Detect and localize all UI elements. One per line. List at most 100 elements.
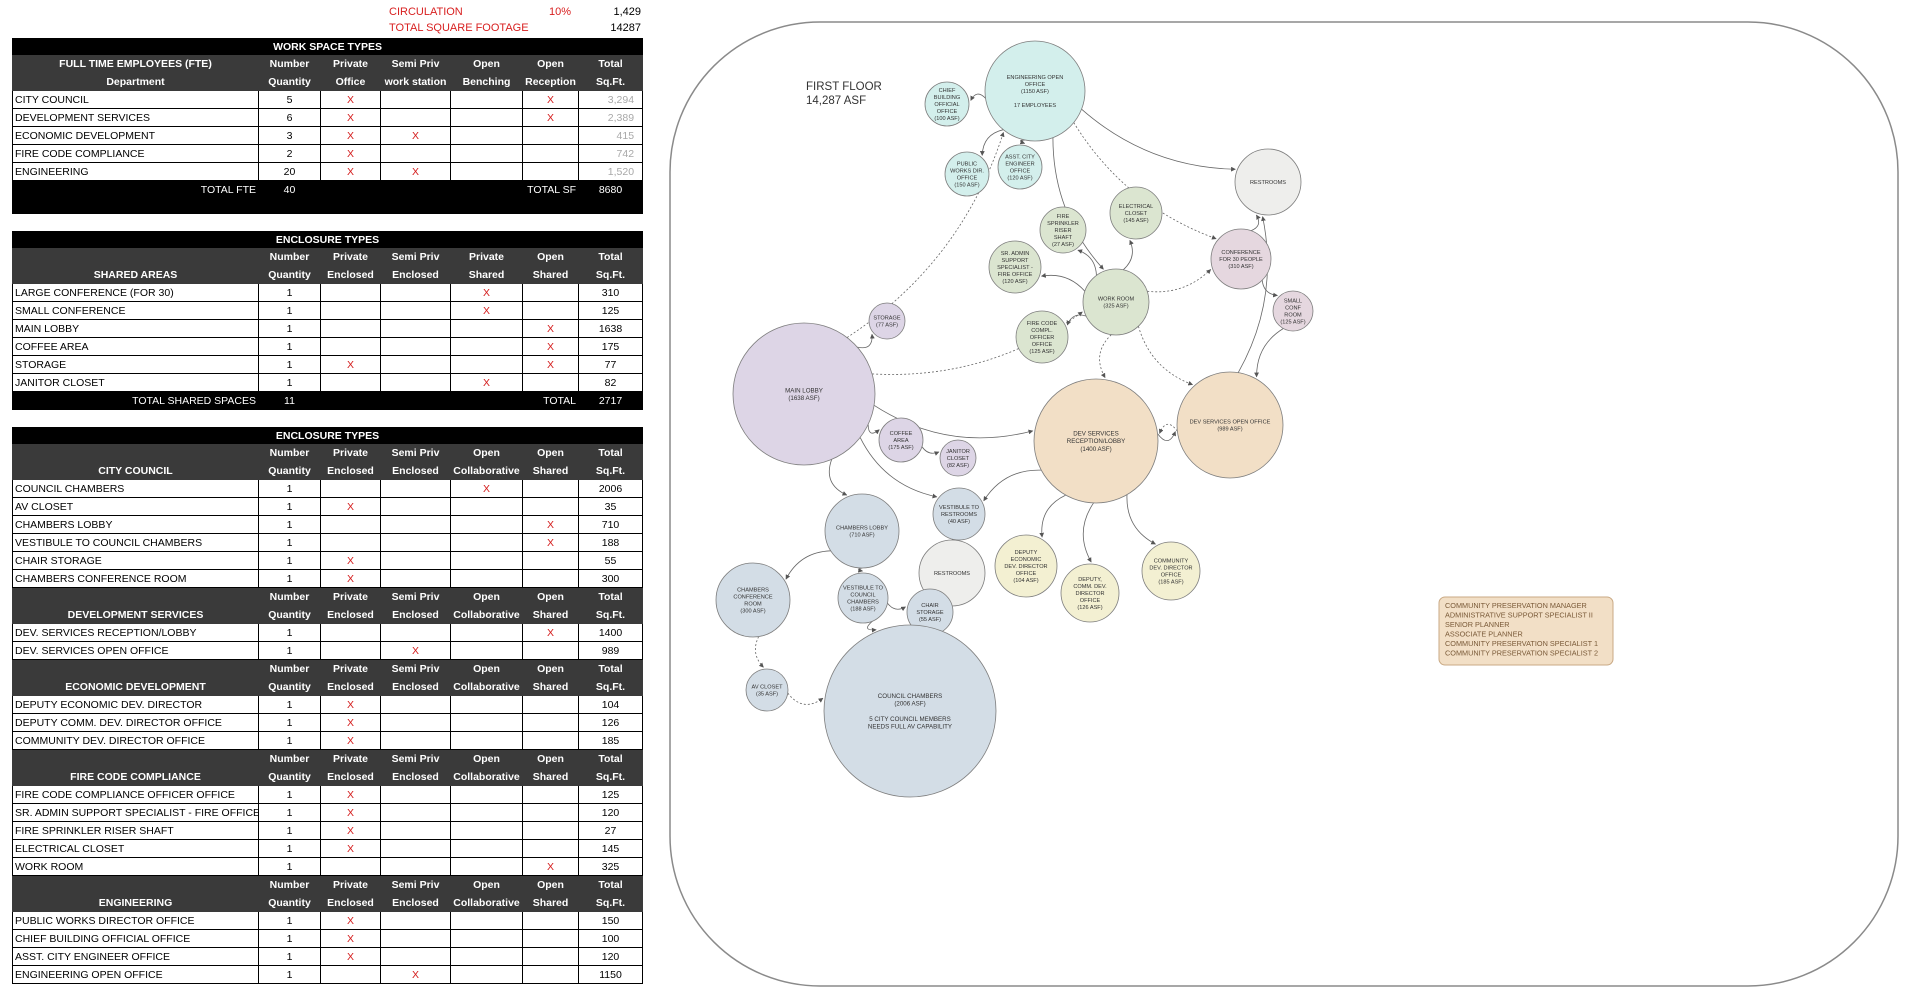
bubble-label-line: (126 ASF) bbox=[1077, 605, 1102, 611]
quantity-cell: 1 bbox=[258, 623, 321, 642]
column-header: Total bbox=[578, 247, 643, 266]
bubble-label-line: AREA bbox=[893, 438, 909, 444]
link-vestibule2-to-council bbox=[867, 620, 877, 633]
type-mark-cell bbox=[522, 911, 579, 930]
type-mark-cell bbox=[450, 337, 523, 356]
type-mark-cell bbox=[380, 373, 451, 392]
type-mark-cell: X bbox=[320, 497, 381, 516]
space-name: DEPUTY COMM. DEV. DIRECTOR OFFICE bbox=[12, 713, 259, 732]
bubble-label-line: (82 ASF) bbox=[947, 463, 969, 469]
table-title-row: ENCLOSURE TYPES bbox=[12, 231, 643, 248]
link-coffee-to-janitor bbox=[921, 446, 940, 456]
column-header: Private bbox=[450, 247, 523, 266]
total-label: TOTAL SHARED SPACES bbox=[12, 391, 259, 410]
column-header: Quantity bbox=[258, 893, 321, 912]
type-mark-cell: X bbox=[320, 821, 381, 840]
column-header: Enclosed bbox=[320, 605, 381, 624]
bubble-label-line: MAIN LOBBY bbox=[785, 387, 823, 394]
space-name: SMALL CONFERENCE bbox=[12, 301, 259, 320]
type-mark-cell bbox=[522, 713, 579, 732]
bubble-label-line: (77 ASF) bbox=[876, 322, 898, 328]
bubble-council: COUNCIL CHAMBERS(2006 ASF)5 CITY COUNCIL… bbox=[823, 624, 997, 798]
bubble-label-line: (35 ASF) bbox=[756, 691, 778, 697]
column-header: Enclosed bbox=[320, 767, 381, 786]
sqft-cell: 742 bbox=[577, 144, 644, 163]
bubble-circle bbox=[1210, 228, 1272, 290]
link-eng_open-to-restrooms1 bbox=[1081, 108, 1236, 172]
bubble-label-line: RECEPTION/LOBBY bbox=[1067, 438, 1125, 445]
sqft-cell: 125 bbox=[578, 785, 643, 804]
column-header: Total bbox=[578, 587, 643, 606]
type-mark-cell: X bbox=[450, 373, 523, 392]
bubble-label-line: RESTROOMS bbox=[934, 571, 970, 577]
column-header: Collaborative bbox=[450, 605, 523, 624]
bubble-circle bbox=[837, 572, 889, 624]
type-mark-cell bbox=[380, 803, 451, 822]
type-mark-cell: X bbox=[522, 355, 579, 374]
type-mark-cell bbox=[320, 283, 381, 302]
bubble-label-line: OFFICE bbox=[1025, 82, 1046, 88]
bubble-label-line: COUNCIL bbox=[850, 592, 875, 598]
bubble-label-line: FOR 30 PEOPLE bbox=[1219, 257, 1263, 263]
bubble-label-line: (1638 ASF) bbox=[788, 395, 819, 402]
column-header: Shared bbox=[522, 677, 579, 696]
column-header: Enclosed bbox=[380, 677, 451, 696]
type-mark-cell bbox=[450, 144, 523, 163]
type-mark-cell bbox=[380, 479, 451, 498]
type-mark-cell: X bbox=[450, 283, 523, 302]
space-name: ASST. CITY ENGINEER OFFICE bbox=[12, 947, 259, 966]
bubble-label-line: DEV. DIRECTOR bbox=[1149, 565, 1192, 571]
type-mark-cell bbox=[320, 641, 381, 660]
type-mark-cell: X bbox=[320, 162, 381, 181]
column-header: Open bbox=[450, 54, 523, 73]
type-mark-cell: X bbox=[320, 144, 381, 163]
bubble-circle bbox=[1039, 206, 1087, 254]
total-sf-label: TOTAL SQUARE FOOTAGE bbox=[389, 22, 529, 34]
staff-entry: COMMUNITY PRESERVATION SPECIALIST 1 bbox=[1445, 639, 1598, 648]
sqft-cell: 300 bbox=[578, 569, 643, 588]
space-name: FIRE SPRINKLER RISER SHAFT bbox=[12, 821, 259, 840]
quantity-cell: 1 bbox=[258, 283, 321, 302]
type-mark-cell bbox=[450, 803, 523, 822]
sqft-cell: 3,294 bbox=[577, 90, 644, 109]
type-mark-cell bbox=[522, 965, 579, 984]
sqft-cell: 185 bbox=[578, 731, 643, 750]
type-mark-cell bbox=[380, 355, 451, 374]
bubble-label-line: NEEDS FULL AV CAPABILITY bbox=[868, 723, 952, 730]
type-mark-cell bbox=[450, 319, 523, 338]
type-mark-cell bbox=[450, 497, 523, 516]
column-header: Sq.Ft. bbox=[578, 893, 643, 912]
sqft-cell: 2006 bbox=[578, 479, 643, 498]
type-mark-cell bbox=[450, 785, 523, 804]
type-mark-cell bbox=[450, 929, 523, 948]
type-mark-cell bbox=[522, 641, 579, 660]
bubble-label-line: RISER bbox=[1054, 228, 1071, 234]
total-label: TOTAL FTE bbox=[12, 180, 259, 199]
space-name: ELECTRICAL CLOSET bbox=[12, 839, 259, 858]
sqft-cell: 35 bbox=[578, 497, 643, 516]
column-header: Enclosed bbox=[380, 767, 451, 786]
bubble-label-line: ECONOMIC bbox=[1011, 557, 1042, 563]
type-mark-cell bbox=[522, 283, 579, 302]
quantity-cell: 3 bbox=[258, 126, 321, 145]
type-mark-cell bbox=[522, 301, 579, 320]
link-eng_open-to-pw_dir bbox=[979, 129, 1004, 156]
type-mark-cell: X bbox=[320, 569, 381, 588]
column-header: Quantity bbox=[258, 461, 321, 480]
bubble-label-line: RESTROOMS bbox=[941, 512, 977, 518]
sqft-cell: 175 bbox=[578, 337, 643, 356]
quantity-cell: 1 bbox=[258, 929, 321, 948]
space-name: ECONOMIC DEVELOPMENT bbox=[12, 126, 259, 145]
type-mark-cell: X bbox=[380, 162, 451, 181]
column-header: Open bbox=[522, 54, 579, 73]
